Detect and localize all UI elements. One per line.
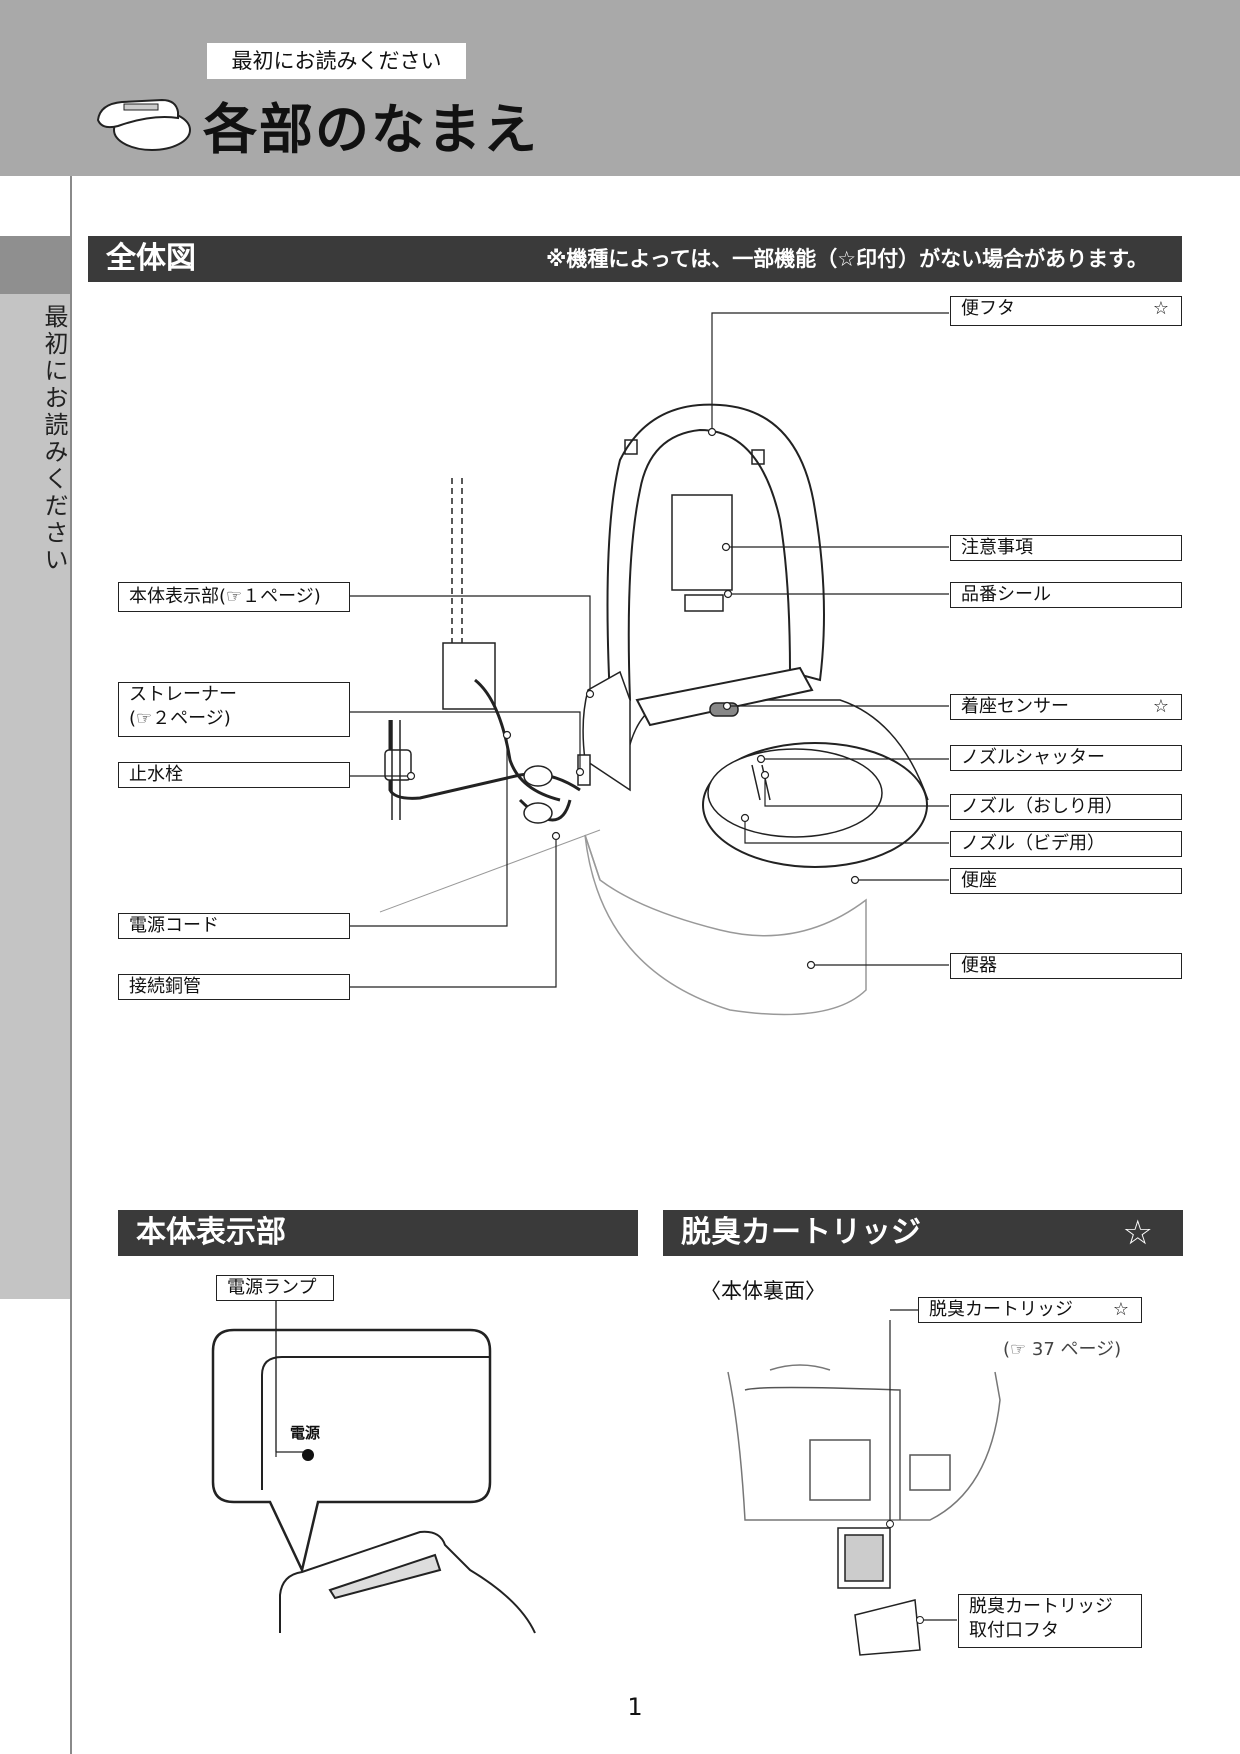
label-model-seal: 品番シール (950, 582, 1182, 608)
cartridge-ref: (☞ 37 ページ) (1003, 1339, 1122, 1360)
label-nozzle-shutter: ノズルシャッター (950, 745, 1182, 771)
left-rule (70, 176, 72, 1754)
cartridge-subtitle: 〈本体裏面〉 (700, 1279, 826, 1303)
side-tab-text: 最初にお読みください (40, 304, 68, 574)
label-bowl: 便器 (950, 953, 1182, 979)
side-tab-marker (0, 236, 70, 294)
toilet-seat-icon (96, 98, 191, 151)
label-strainer: ストレーナー (☞２ページ) (118, 682, 350, 737)
overview-note: ※機種によっては、一部機能（☆印付）がない場合があります。 (545, 247, 1148, 271)
side-tab (0, 294, 70, 1299)
cartridge-title: 脱臭カートリッジ (681, 1215, 921, 1250)
label-cautions: 注意事項 (950, 535, 1182, 561)
label-seat-sensor: 着座センサー☆ (950, 694, 1182, 720)
label-display-panel: 本体表示部(☞１ページ) (118, 582, 350, 612)
label-lid: 便フタ☆ (950, 296, 1182, 326)
label-seat: 便座 (950, 868, 1182, 894)
display-title: 本体表示部 (136, 1215, 286, 1250)
cartridge-star: ☆ (1122, 1213, 1153, 1253)
overview-section-bar: 全体図 ※機種によっては、一部機能（☆印付）がない場合があります。 (88, 236, 1182, 282)
page-number: 1 (627, 1693, 643, 1721)
label-nozzle-rear: ノズル（おしり用） (950, 794, 1182, 820)
header-band (0, 0, 1240, 176)
page-title: 各部のなまえ (203, 98, 539, 161)
display-section-bar: 本体表示部 (118, 1210, 638, 1256)
label-copper-pipe: 接続銅管 (118, 974, 350, 1000)
label-power-cord: 電源コード (118, 913, 350, 939)
label-cartridge-cover: 脱臭カートリッジ 取付口フタ (958, 1594, 1142, 1648)
power-text: 電源 (290, 1424, 321, 1442)
header-tag: 最初にお読みください (207, 43, 466, 79)
label-cartridge: 脱臭カートリッジ☆ (918, 1297, 1142, 1323)
overview-title: 全体図 (106, 241, 196, 276)
label-nozzle-bidet: ノズル（ビデ用） (950, 831, 1182, 857)
cartridge-section-bar: 脱臭カートリッジ ☆ (663, 1210, 1183, 1256)
label-stop-valve: 止水栓 (118, 762, 350, 788)
label-power-lamp: 電源ランプ (216, 1275, 334, 1301)
